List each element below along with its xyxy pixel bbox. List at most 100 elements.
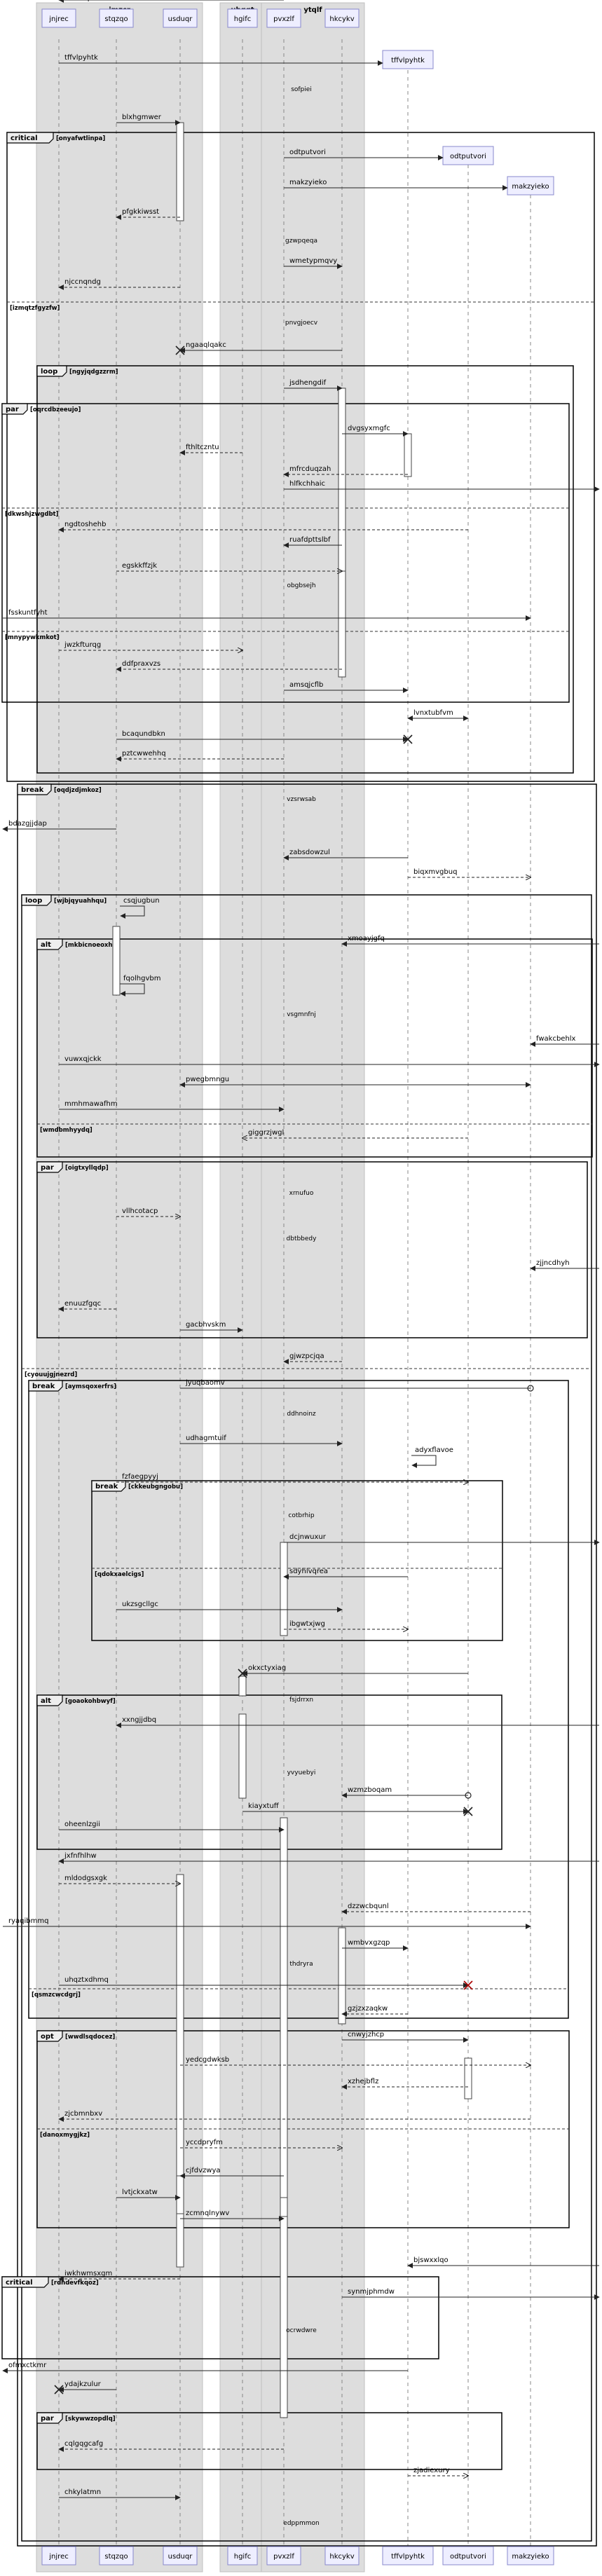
- message-label: ruafdpttslbf: [289, 536, 331, 544]
- message: uhqztxdhmq: [59, 1976, 469, 1988]
- message: mfrcduqzah: [283, 465, 408, 477]
- fragment-loop: loop[ngyjqdgzzrm]: [36, 365, 574, 774]
- message: ryaqibmmq: [3, 1917, 531, 1929]
- message-label: mfrcduqzah: [289, 465, 331, 473]
- message: cnwyjzhcp: [342, 2031, 469, 2043]
- message-label: gjwzpcjqa: [289, 1352, 324, 1360]
- fragment-keyword: critical: [11, 135, 38, 142]
- participant-label: makzyieko: [512, 183, 549, 191]
- message-label: oheenlzgii: [64, 1821, 100, 1828]
- message-label: zcmnqlnywv: [186, 2210, 229, 2217]
- fragment-par: par[oigtxyllqdp]: [36, 1161, 588, 1338]
- message-label: vuwxqjckk: [64, 1055, 102, 1063]
- message: dvgsyxmgfc: [342, 425, 409, 437]
- diagram-divider-label: obgbsejh: [287, 582, 315, 589]
- participant-odtputvori-top[interactable]: odtputvori: [442, 146, 494, 165]
- fragment-keyword: par: [41, 1164, 54, 1172]
- message: jxfnfhlhw: [58, 1852, 599, 1864]
- participant-makzyieko-bottom[interactable]: makzyieko: [507, 2546, 554, 2565]
- participant-stqzqo-top[interactable]: stqzqo: [99, 8, 134, 28]
- fragment-guard: [izmqtzfgyzfw]: [10, 305, 60, 312]
- message: wzmzboqam: [341, 1786, 472, 1799]
- message-label: mmhmawafhm: [64, 1100, 118, 1108]
- message: fwakcbehlx: [530, 1035, 599, 1047]
- message: bcaqundbkn: [116, 730, 409, 742]
- participant-label: jnjrec: [48, 15, 68, 23]
- fragment-break: break[oqdjzdjmkoz]: [17, 783, 597, 2547]
- participant-jnjrec-bottom[interactable]: jnjrec: [41, 2546, 76, 2565]
- activation-bar: [338, 1927, 346, 2025]
- fragment-critical: critical[onyafwtlinpa]: [6, 132, 595, 782]
- activation-bar: [176, 1874, 184, 2268]
- message: sdyhlvqrea: [283, 1568, 408, 1580]
- message-label: fzfaegpyyj: [122, 1473, 158, 1481]
- fragment-keyword: critical: [6, 2279, 33, 2287]
- message-label: ydajkzulur: [64, 2380, 102, 2388]
- message: makzyieko: [284, 179, 508, 191]
- participant-label: tffvlpyhtk: [391, 57, 425, 64]
- message: hlfkchhaic: [284, 480, 600, 492]
- fragment-guard: [rdhdevfkqoz]: [51, 2280, 99, 2287]
- participant-pvxzlf-top[interactable]: pvxzlf: [266, 8, 301, 28]
- message-label: yedcgdwksb: [186, 2056, 229, 2064]
- fragment-keyword: par: [41, 2415, 54, 2423]
- message: egskkffzjk: [116, 562, 342, 571]
- diagram-divider-label: xrnufuo: [289, 1190, 314, 1197]
- participant-usduqr-bottom[interactable]: usduqr: [163, 2546, 198, 2565]
- participant-hgifc-top[interactable]: hgifc: [227, 8, 258, 28]
- message: mmhmawafhm: [59, 1100, 285, 1112]
- message-label: makzyieko: [289, 179, 327, 186]
- participant-label: hkcykv: [329, 2553, 354, 2561]
- message: ofmxctkmr: [2, 2362, 408, 2373]
- message: pwegbmngu: [179, 1076, 531, 1088]
- message: cqlgqgcafg: [58, 2440, 284, 2452]
- message: njccnqndg: [58, 278, 180, 290]
- message-label: jwzkfturqg: [64, 641, 101, 649]
- message: ngdtoshehb: [58, 521, 468, 533]
- activation-bar: [280, 1542, 288, 1636]
- message: xzhejbflz: [341, 2078, 468, 2090]
- participant-stqzqo-bottom[interactable]: stqzqo: [99, 2546, 134, 2565]
- message: jwzkfturqg: [59, 641, 242, 650]
- participant-hkcykv-bottom[interactable]: hkcykv: [324, 2546, 360, 2565]
- message-label: giggrzjwgl: [248, 1129, 284, 1137]
- message-label: ukzsgcllgc: [122, 1601, 158, 1608]
- participant-pvxzlf-bottom[interactable]: pvxzlf: [266, 2546, 301, 2565]
- message: ruafdpttslbf: [283, 536, 342, 548]
- diagram-divider-label: dbtbbedy: [287, 1235, 317, 1242]
- fragment-break: break[aymsqoxerfrs]: [28, 1380, 569, 2019]
- destroy-marker: [463, 1807, 473, 1816]
- activation-bar: [176, 122, 184, 221]
- message: fsskuntfyht: [3, 609, 531, 621]
- participant-makzyieko-top[interactable]: makzyieko: [507, 176, 554, 196]
- activation-bar: [238, 1713, 247, 1799]
- participant-jnjrec-top[interactable]: jnjrec: [41, 8, 76, 28]
- diagram-divider-label: yvyuebyi: [287, 1769, 316, 1776]
- message-label: jsdhengdif: [289, 379, 327, 387]
- participant-label: pvxzlf: [273, 2553, 294, 2561]
- participant-tffvlpyhtk-bottom[interactable]: tffvlpyhtk: [382, 2546, 434, 2565]
- message-label: cqlgqgcafg: [64, 2440, 103, 2448]
- message: oheenlzgii: [59, 1821, 285, 1832]
- message: gjwzpcjqa: [283, 1352, 342, 1364]
- participant-odtputvori-bottom[interactable]: odtputvori: [442, 2546, 494, 2565]
- participant-hkcykv-top[interactable]: hkcykv: [324, 8, 360, 28]
- participant-tffvlpyhtk-top[interactable]: tffvlpyhtk: [382, 50, 434, 69]
- participant-label: hgifc: [234, 15, 251, 23]
- diagram-divider-label: thdryra: [289, 1961, 313, 1968]
- fragment-guard: [wwdlsqdocez]: [65, 2034, 115, 2041]
- destroy-marker: [54, 2385, 64, 2395]
- message-label: gzjzxzaqkw: [348, 2005, 388, 2013]
- message: ibgwtxjwg: [284, 1620, 408, 1629]
- fragment-keyword: break: [95, 1483, 118, 1491]
- message: gacbhvskm: [180, 1321, 243, 1333]
- message: amsqjcflb: [284, 681, 409, 693]
- diagram-divider-label: fsjdrrxn: [289, 1697, 313, 1704]
- message-label: uhqztxdhmq: [64, 1976, 109, 1984]
- message-label: odtputvori: [289, 149, 326, 156]
- message-label: pwegbmngu: [186, 1076, 229, 1083]
- participant-usduqr-top[interactable]: usduqr: [163, 8, 198, 28]
- message: chkylatmn: [59, 2488, 181, 2500]
- message-label: cjfdvzwya: [186, 2167, 221, 2174]
- participant-hgifc-bottom[interactable]: hgifc: [227, 2546, 258, 2565]
